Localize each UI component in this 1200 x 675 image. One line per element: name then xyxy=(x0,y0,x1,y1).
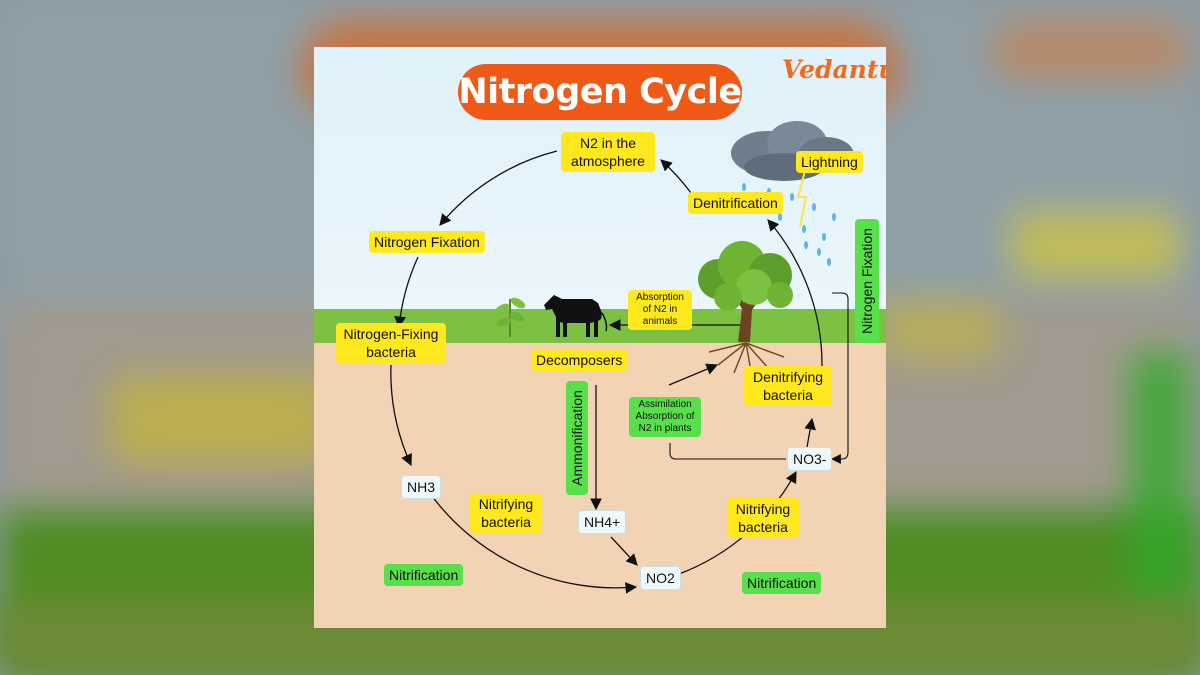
arrow-lightning-to-no3 xyxy=(831,292,849,464)
label-nitrification-right: Nitrification xyxy=(742,572,822,594)
lightning-bolt-icon xyxy=(796,166,808,228)
arrow-n2-to-fixation xyxy=(439,150,558,226)
arrow-denitrification-to-n2 xyxy=(660,159,692,194)
label-nitrification-left: Nitrification xyxy=(384,564,464,586)
sprout-icon xyxy=(494,297,526,337)
label-nitrogen-fixation-vertical: Nitrogen Fixation xyxy=(855,219,879,343)
label-no3: NO3- xyxy=(787,447,833,471)
label-denitrifying-bacteria: Denitrifying bacteria xyxy=(744,366,832,406)
arrow-denitrifying-to-denitrification xyxy=(767,219,823,368)
cow-icon xyxy=(544,295,608,337)
page-title: Nitrogen Cycle xyxy=(458,64,742,120)
label-nh4: NH4+ xyxy=(578,510,627,534)
label-absorption-animals: Absorption of N2 in animals xyxy=(628,290,692,330)
arrow-fixation-to-bacteria xyxy=(394,256,419,329)
label-decomposers: Decomposers xyxy=(531,349,628,371)
arrow-bacteria-to-nh3 xyxy=(390,364,412,467)
label-nitrogen-fixation: Nitrogen Fixation xyxy=(369,231,485,253)
label-lightning: Lightning xyxy=(796,151,863,173)
label-denitrification: Denitrification xyxy=(688,192,783,214)
label-nitrogen-fixing-bacteria: Nitrogen-Fixing bacteria xyxy=(336,323,446,363)
label-nitrifying-bacteria-left: Nitrifying bacteria xyxy=(470,493,542,533)
label-n2-atmosphere: N2 in the atmosphere xyxy=(561,132,655,172)
arrow-to-roots xyxy=(668,363,719,386)
label-nitrifying-bacteria-right: Nitrifying bacteria xyxy=(727,498,799,538)
nitrogen-cycle-diagram: Nitrogen Cycle Vedantu N2 in the atmosph… xyxy=(314,47,886,628)
arrow-no3-to-denitrifying xyxy=(804,417,816,448)
label-assimilation: Assimilation Absorption of N2 in plants xyxy=(629,397,701,437)
brand-logo: Vedantu xyxy=(782,55,886,84)
arrow-nh4-to-no2 xyxy=(610,536,638,566)
label-no2: NO2 xyxy=(640,566,681,590)
assimilation-line xyxy=(669,443,786,460)
arrow-nh3-to-no2 xyxy=(428,491,638,594)
tree-icon xyxy=(698,241,793,378)
label-ammonification: Ammonification xyxy=(566,381,588,495)
label-nh3: NH3 xyxy=(401,475,442,499)
